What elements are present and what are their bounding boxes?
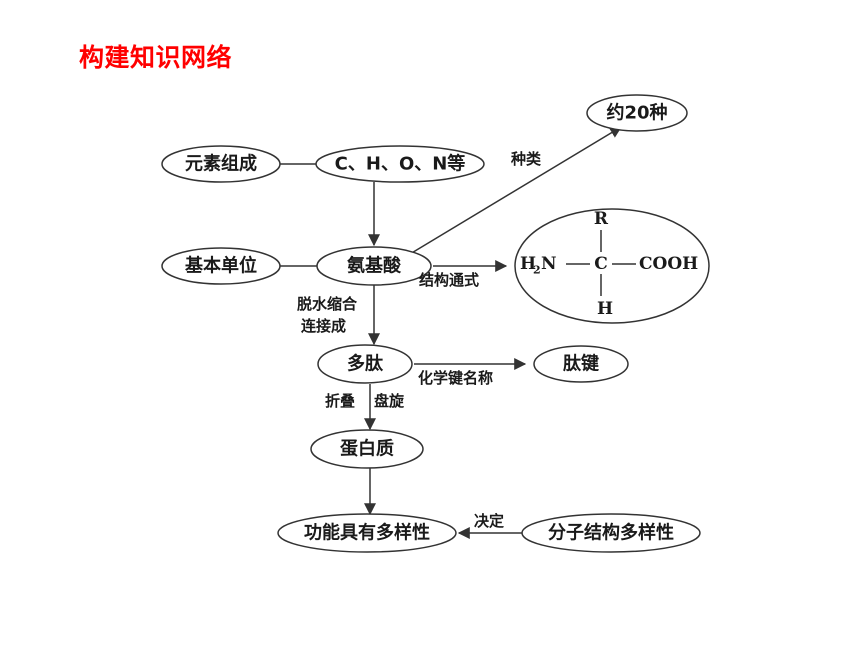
node-elements-shape (161, 145, 281, 183)
label-folding: 折叠 (325, 392, 355, 410)
node-function-shape (277, 513, 457, 553)
node-structure-shape (521, 513, 701, 553)
label-kinds: 种类 (510, 150, 542, 168)
node-polypeptide: 多肽 (347, 353, 384, 375)
node-peptide-bond-shape (533, 345, 629, 383)
node-structure-diversity: 分子结构多样性 (548, 522, 674, 544)
formula-c: C (594, 254, 608, 274)
node-function-diversity: 功能具有多样性 (304, 522, 430, 544)
formula-cooh: COOH (639, 254, 698, 274)
node-protein-shape (310, 429, 424, 469)
node-peptide-bond: 肽键 (563, 353, 599, 375)
node-amino-acid-shape (316, 246, 432, 286)
label-dehydration-line1: 脱水缩合 (297, 295, 358, 313)
edge-amino-about20 (409, 126, 623, 255)
page-title: 构建知识网络 (79, 43, 233, 72)
node-about20: 约20种 (606, 102, 667, 124)
node-basic-unit: 基本单位 (184, 255, 257, 277)
node-elements: 元素组成 (185, 153, 257, 175)
node-about20-shape (586, 94, 688, 132)
formula-r: R (594, 209, 609, 229)
node-polypeptide-shape (317, 344, 413, 384)
formula-h: H (597, 299, 613, 319)
node-chon: C、H、O、N等 (335, 153, 466, 175)
formula-h2-subscript: 2 (533, 264, 541, 277)
label-dehydration-line2: 连接成 (301, 317, 346, 335)
formula-n: N (541, 254, 557, 274)
label-bond-name: 化学键名称 (418, 369, 493, 387)
node-basic-unit-shape (161, 247, 281, 285)
node-protein: 蛋白质 (340, 438, 394, 460)
node-amino-acid: 氨基酸 (347, 255, 402, 277)
label-coiling: 盘旋 (374, 392, 405, 410)
formula-h2: H (520, 254, 536, 274)
node-chon-shape (315, 145, 485, 183)
label-general-formula: 结构通式 (419, 271, 479, 289)
node-formula-shape (514, 208, 710, 324)
label-determines: 决定 (474, 512, 504, 530)
amino-acid-formula: R C H H 2 N COOH (520, 209, 698, 319)
